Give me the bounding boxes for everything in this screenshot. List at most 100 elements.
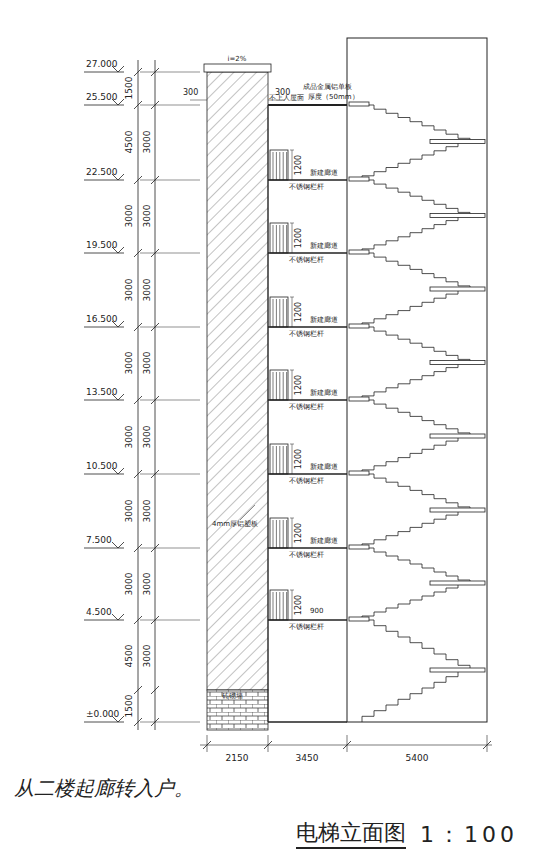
line [134,718,142,726]
elevation-label: 22.500 [86,168,118,177]
corridor-label: 新建廊道 [310,170,338,177]
dimension: 1200 [295,375,303,395]
landing [349,397,369,401]
dimension: 3000 [143,279,152,302]
line [276,299,277,327]
line [483,741,491,749]
stair-flight [362,474,470,511]
dimension: 3000 [125,500,134,523]
stair-flight [362,400,470,437]
line [151,323,159,331]
line [279,225,280,253]
line [292,518,293,548]
line [140,105,200,106]
line [151,686,159,694]
line [290,518,294,519]
stair-flight [362,548,470,584]
dimension: 900 [310,608,323,615]
railing-label: 不锈钢栏杆 [289,257,324,264]
dimension: 3000 [143,500,152,523]
stair-flight [362,364,470,401]
material-note: 不上人屋面 [269,95,304,102]
railing-label: 不锈钢栏杆 [289,552,324,559]
dimension: 3000 [125,573,134,596]
line [151,718,159,726]
dimension: 3000 [125,426,134,449]
line [286,372,287,400]
elevation-label: 7.500 [86,536,112,545]
landing [430,581,485,585]
stair-flight [362,437,470,474]
railing [270,223,288,253]
line [279,372,280,400]
line [276,446,277,474]
line [151,470,159,478]
line [138,60,139,730]
dimension: 3000 [125,352,134,375]
railing-label: 不锈钢栏杆 [289,478,324,485]
landing [430,668,485,672]
line [134,616,142,624]
dimension: 4500 [125,131,134,154]
landing [349,324,369,328]
stair-flight [362,620,470,671]
line [286,592,287,620]
line [200,745,492,746]
line [283,225,284,253]
elevation-label: 27.000 [86,60,118,69]
dimension: 3450 [296,754,319,763]
line [279,299,280,327]
line [134,323,142,331]
handwritten-note: 从二楼起廊转入户。 [14,778,194,798]
stair-flight [362,290,470,327]
line [290,223,294,224]
stair-flight [362,584,470,620]
line [155,60,156,730]
line [292,370,293,400]
line [286,152,287,180]
material-note: 成品金属铝单板 [303,84,352,91]
line [279,446,280,474]
line [151,176,159,184]
landing [349,250,369,254]
line [151,544,159,552]
line [343,741,351,749]
line [240,505,255,520]
line [190,100,207,101]
dimension: 5400 [406,754,429,763]
line [268,104,347,106]
elevation-label: 10.500 [86,462,118,471]
line [487,735,488,752]
line [268,721,347,723]
corridor-label: 新建廊道 [310,243,338,250]
material-note: 砖砌墙 [222,693,243,700]
line [279,592,280,620]
line [283,592,284,620]
dimension: 1200 [295,228,303,248]
railing-label: 不锈钢栏杆 [289,404,324,411]
railing [270,590,288,620]
corridor-label: 新建廊道 [310,390,338,397]
line [292,150,293,180]
level-mark [112,614,124,620]
line [134,544,142,552]
line [264,741,272,749]
slope-note: i=2% [228,56,247,63]
line [276,152,277,180]
railing [270,150,288,180]
line [283,446,284,474]
line [207,735,208,752]
line [273,152,274,180]
line [292,590,293,620]
line [290,444,294,445]
landing [349,471,369,475]
line [276,372,277,400]
line [140,327,200,328]
line [151,396,159,404]
dimension: 1200 [295,449,303,469]
line [151,68,159,76]
dimension: 3000 [143,205,152,228]
line [140,722,200,723]
line [134,176,142,184]
